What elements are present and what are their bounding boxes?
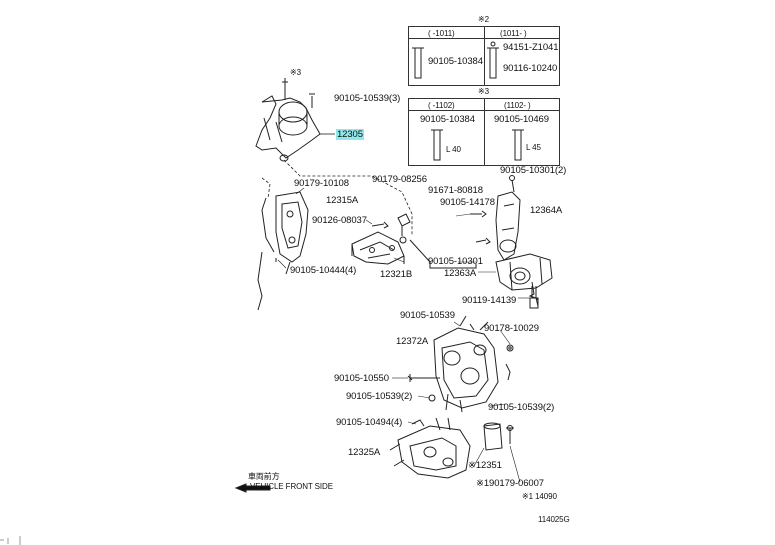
label-90179-06007[interactable]: ※190179-06007 — [476, 478, 544, 489]
bracket-12321B — [351, 231, 405, 265]
label-12321B[interactable]: 12321B — [380, 269, 413, 280]
label-90105-10301-2[interactable]: 90105-10301(2) — [500, 165, 567, 176]
vehicle-front-arrow — [234, 483, 271, 493]
label-90105-10550[interactable]: 90105-10550 — [334, 373, 389, 384]
t2-part-90105-10384[interactable]: 90105-10384 — [420, 114, 475, 125]
table-3-bolts — [431, 129, 524, 161]
t1-part-90116-10240[interactable]: 90116-10240 — [503, 63, 558, 74]
t1-col1-label: ( -1011) — [428, 29, 455, 38]
note2-mark: ※2 — [478, 15, 489, 24]
label-90105-14178[interactable]: 90105-14178 — [440, 197, 495, 208]
label-90126-08037[interactable]: 90126-08037 — [312, 215, 367, 226]
label-90179-10108[interactable]: 90179-10108 — [294, 178, 349, 189]
label-note-14090: ※1 14090 — [522, 492, 557, 501]
note3-mark: ※3 — [478, 87, 489, 96]
front-label-en: VEHICLE FRONT SIDE — [250, 482, 333, 491]
label-12305[interactable]: 12305 — [336, 129, 364, 140]
label-12372A[interactable]: 12372A — [396, 336, 429, 347]
label-90105-10494-4[interactable]: 90105-10494(4) — [336, 417, 403, 428]
label-90105-10301[interactable]: 90105-10301 — [428, 256, 483, 267]
front-label-jp: 車両前方 — [248, 472, 280, 481]
label-90105-10539-3[interactable]: 90105-10539(3) — [334, 93, 401, 104]
t2-col1-label: ( -1102) — [428, 101, 455, 110]
mount-12364A — [470, 175, 521, 261]
label-91671-80818[interactable]: 91671-80818 — [428, 185, 483, 196]
label-12325A[interactable]: 12325A — [348, 447, 381, 458]
star3-upper: ※3 — [290, 68, 301, 77]
label-12363A[interactable]: 12363A — [444, 268, 477, 279]
label-12315A[interactable]: 12315A — [326, 195, 359, 206]
label-90179-08256[interactable]: 90179-08256 — [372, 174, 427, 185]
bushing-12363A — [495, 253, 553, 291]
table-2-bolts — [412, 41, 499, 79]
label-12351[interactable]: ※12351 — [468, 460, 502, 471]
t1-part-94151-Z1041[interactable]: 94151-Z1041 — [503, 42, 559, 53]
diagram-code: 114025G — [538, 515, 570, 524]
bolt-90119-14139 — [528, 281, 539, 309]
t1-col2-label: (1011- ) — [500, 29, 527, 38]
engine-mount-12305 — [255, 78, 335, 162]
label-90178-10029[interactable]: 90178-10029 — [484, 323, 539, 334]
label-90105-10444-4[interactable]: 90105-10444(4) — [290, 265, 357, 276]
label-90105-10539-2a[interactable]: 90105-10539(2) — [346, 391, 413, 402]
t2-col2-label: (1102- ) — [504, 101, 531, 110]
t2-length-45: L 45 — [526, 143, 541, 152]
bushing-12351 — [483, 422, 503, 451]
bracket-12325A — [389, 417, 471, 479]
t2-part-90105-10469[interactable]: 90105-10469 — [494, 114, 549, 125]
t1-part-90105-10384[interactable]: 90105-10384 — [428, 56, 483, 67]
label-90119-14139[interactable]: 90119-14139 — [462, 295, 517, 306]
label-90105-10539[interactable]: 90105-10539 — [400, 310, 455, 321]
label-12364A[interactable]: 12364A — [530, 205, 563, 216]
t2-length-40: L 40 — [446, 145, 461, 154]
bracket-12372A — [433, 315, 499, 413]
bracket-12315A — [257, 191, 309, 311]
label-90105-10539-2b[interactable]: 90105-10539(2) — [488, 402, 555, 413]
